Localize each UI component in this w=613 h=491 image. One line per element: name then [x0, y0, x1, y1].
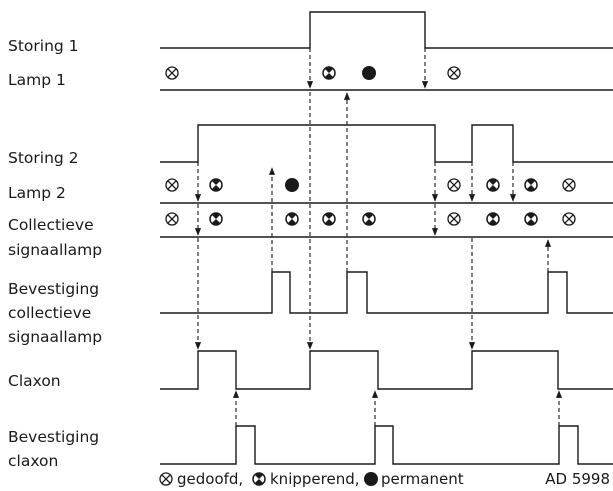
- lamp-blinking-icon: [209, 178, 223, 192]
- lamp-blinking-icon: [285, 212, 299, 226]
- label-storing-1: Storing 1: [8, 37, 79, 55]
- lamp-blinking-icon: [486, 178, 500, 192]
- lamp-blinking-icon: [486, 212, 500, 226]
- legend-lamp-blinking-icon: [252, 472, 266, 486]
- label-collectieve-line2: signaallamp: [8, 241, 102, 259]
- legend-blink-text: knipperend,: [270, 470, 360, 488]
- label-collectieve-line1: Collectieve: [8, 216, 94, 234]
- figure-code: AD 5998: [545, 470, 610, 488]
- lamp-off-icon: [562, 212, 576, 226]
- lamp-blinking-icon: [524, 212, 538, 226]
- lamp-off-icon: [165, 66, 179, 80]
- label-bevestiging-claxon-line1: Bevestiging: [8, 428, 99, 446]
- lamp-off-icon: [165, 178, 179, 192]
- lamp-blinking-icon: [322, 212, 336, 226]
- lamp-off-icon: [447, 212, 461, 226]
- lamp-off-icon: [562, 178, 576, 192]
- label-lamp-1: Lamp 1: [8, 71, 66, 89]
- label-storing-2: Storing 2: [8, 149, 79, 167]
- lamp-off-icon: [165, 212, 179, 226]
- storing-2-signal: [160, 124, 613, 163]
- lamp-blinking-icon: [322, 66, 336, 80]
- legend-off-text: gedoofd,: [177, 470, 243, 488]
- label-bevestiging-collectieve-line1: Bevestiging: [8, 280, 99, 298]
- label-lamp-2: Lamp 2: [8, 184, 66, 202]
- label-bevestiging-collectieve-line2: collectieve: [8, 304, 91, 322]
- claxon-signal: [160, 350, 613, 390]
- bevestiging-collectieve-signal: [160, 271, 613, 314]
- legend-on-text: permanent: [381, 470, 464, 488]
- lamp-blinking-icon: [362, 212, 376, 226]
- bevestiging-claxon-signal: [160, 425, 613, 465]
- storing-1-signal: [160, 11, 613, 49]
- lamp-on-icon: [285, 178, 299, 192]
- label-claxon: Claxon: [8, 372, 61, 390]
- legend-lamp-off-icon: [159, 472, 173, 486]
- lamp-off-icon: [447, 178, 461, 192]
- legend-lamp-on-icon: [364, 472, 378, 486]
- lamp-blinking-icon: [209, 212, 223, 226]
- lamp-blinking-icon: [524, 178, 538, 192]
- label-bevestiging-claxon-line2: claxon: [8, 452, 58, 470]
- lamp-off-icon: [447, 66, 461, 80]
- label-bevestiging-collectieve-line3: signaallamp: [8, 328, 102, 346]
- lamp-on-icon: [362, 66, 376, 80]
